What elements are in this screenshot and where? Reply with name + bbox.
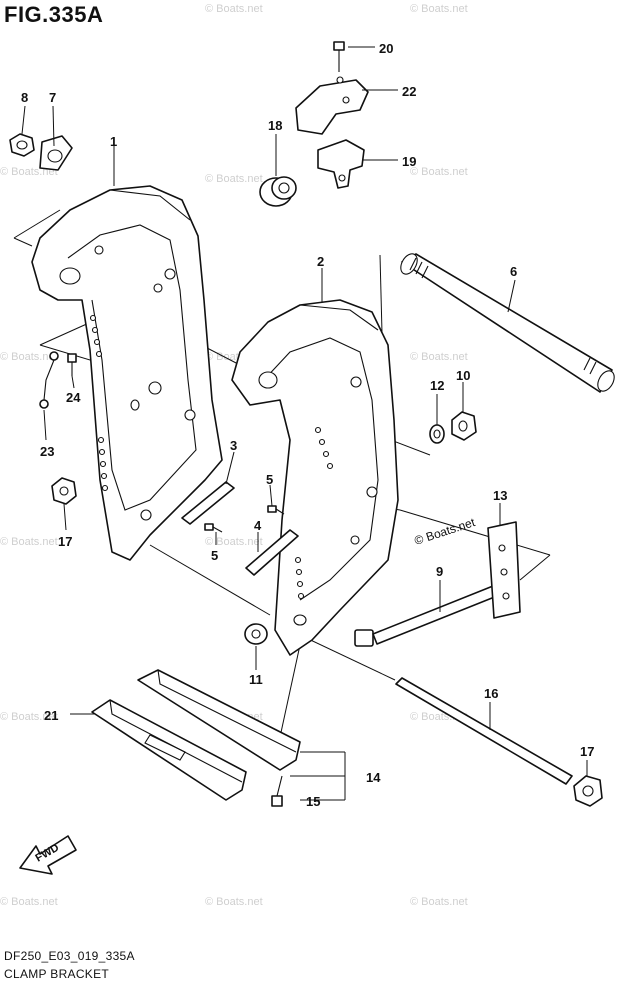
tilt-tube-6 [400,253,615,393]
bushing-18 [259,176,297,207]
leader-lines [21,46,588,801]
callout-11: 11 [249,672,263,687]
screw-24 [67,353,77,376]
callout-24: 24 [66,390,81,405]
callout-1: 1 [110,134,117,149]
fwd-arrow-icon: FWD [19,835,77,875]
nut-10 [451,411,477,441]
callout-12: 12 [430,378,444,393]
nut-17-right [573,775,603,807]
clamp-bracket-starboard [231,299,399,656]
plate-4 [245,529,299,576]
callout-7: 7 [49,90,56,105]
bolt-9 [354,583,503,647]
plate-13 [487,521,521,619]
watermark: © Boats.net [410,3,468,15]
callout-5: 5 [266,472,273,487]
watermark: © Boats.net [205,536,263,548]
callout-19: 19 [402,154,416,169]
callout-4: 4 [254,518,262,533]
washer-12 [429,424,445,444]
washer-11 [244,623,268,645]
watermark: © Boats.net [0,351,58,363]
watermark: © Boats.net [410,351,468,363]
callout-20: 20 [379,41,393,56]
watermark: © Boats.net [205,3,263,15]
callout-6: 6 [510,264,517,279]
callout-18: 18 [268,118,282,133]
figure-caption: CLAMP BRACKET [4,967,110,981]
watermark: © Boats.net [410,166,468,178]
callout-5: 5 [211,548,218,563]
watermark: © Boats.net [205,896,263,908]
callout-2: 2 [317,254,324,269]
bolt-20 [333,41,345,72]
callout-14: 14 [366,770,381,785]
callout-17: 17 [580,744,594,759]
watermark: © Boats.net [0,896,58,908]
callout-labels: 1 2 3 4 5 5 6 7 8 9 10 11 12 13 14 15 16… [21,41,594,809]
ground-wire-23 [39,351,59,409]
clamp-bracket-port [31,185,223,561]
shaft-16 [395,677,573,785]
callout-3: 3 [230,438,237,453]
watermark: © Boats.net [0,711,58,723]
watermark: © Boats.net [205,173,263,185]
washer-plate-7 [39,135,73,171]
watermark: © Boats.net [0,536,58,548]
callout-9: 9 [436,564,443,579]
figure-title: FIG.335A [4,2,104,27]
tilt-pin-holes [89,314,109,492]
callout-16: 16 [484,686,498,701]
bracket-22 [295,76,369,135]
callout-22: 22 [402,84,416,99]
screw-5-upper [267,505,285,515]
callout-23: 23 [40,444,54,459]
callout-13: 13 [493,488,507,503]
callout-21: 21 [44,708,58,723]
screw-5-lower [204,523,223,533]
callout-15: 15 [306,794,320,809]
callout-10: 10 [456,368,470,383]
tilt-pin-holes [294,426,334,600]
callout-17: 17 [58,534,72,549]
bracket-19 [317,139,365,189]
bolt-15 [271,775,283,807]
pad-plate-21 [91,699,247,801]
pad-plate-14 [137,669,301,771]
watermark: © Boats.net [410,896,468,908]
watermark-layer: © Boats.net © Boats.net © Boats.net © Bo… [0,3,468,908]
callout-8: 8 [21,90,28,105]
watermark-dark: © Boats.net [413,515,478,548]
nut-17-left [51,477,77,505]
figure-code: DF250_E03_019_335A [4,949,135,963]
nut-8 [9,133,35,157]
plate-3 [181,481,235,525]
